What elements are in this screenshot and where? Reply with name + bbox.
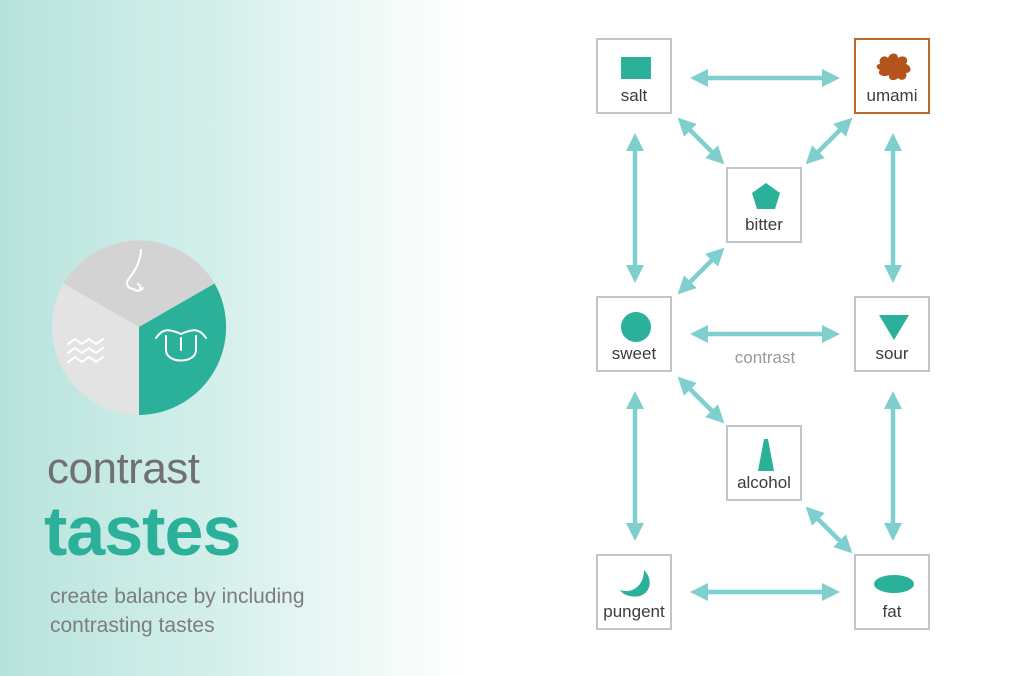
arrow-sweet-alcohol bbox=[677, 376, 725, 424]
node-label-sweet: sweet bbox=[611, 344, 657, 363]
taste-pie-chart bbox=[51, 240, 227, 415]
nose-icon bbox=[125, 249, 144, 292]
node-umami: umami bbox=[854, 38, 930, 114]
square-icon bbox=[621, 57, 651, 79]
circle-icon bbox=[621, 312, 651, 342]
arrow-alcohol-fat bbox=[805, 506, 853, 554]
node-label-umami: umami bbox=[866, 86, 918, 105]
pie-segment-taste bbox=[139, 283, 227, 415]
ellipse-icon bbox=[874, 575, 914, 593]
pentagon-icon bbox=[752, 183, 780, 209]
subtitle: create balance by including contrasting … bbox=[50, 585, 305, 637]
waves-icon bbox=[67, 337, 104, 364]
node-label-bitter: bitter bbox=[745, 215, 783, 234]
node-label-pungent: pungent bbox=[603, 602, 665, 621]
arrow-umami-bitter bbox=[805, 117, 853, 165]
arrow-salt-bitter bbox=[677, 117, 725, 165]
node-label-salt: salt bbox=[620, 86, 648, 105]
heading-tastes: tastes bbox=[44, 492, 241, 570]
splat-icon bbox=[876, 53, 911, 81]
arrow-bitter-sweet bbox=[677, 247, 725, 295]
tongue-icon bbox=[155, 329, 207, 362]
heading-contrast: contrast bbox=[47, 444, 200, 493]
contrast-label: contrast bbox=[734, 348, 796, 367]
node-sweet: sweet bbox=[596, 296, 672, 372]
spike-icon bbox=[758, 439, 774, 471]
left-panel: contrast tastes create balance by includ… bbox=[0, 0, 470, 676]
triangle-down-icon bbox=[879, 315, 909, 340]
node-fat: fat bbox=[854, 554, 930, 630]
pie-segment-texture bbox=[51, 283, 139, 415]
node-label-fat: fat bbox=[882, 602, 902, 621]
node-bitter: bitter bbox=[726, 167, 802, 243]
node-label-sour: sour bbox=[875, 344, 909, 363]
node-label-alcohol: alcohol bbox=[737, 473, 791, 492]
node-sour: sour bbox=[854, 296, 930, 372]
node-salt: salt bbox=[596, 38, 672, 114]
crescent-icon bbox=[620, 570, 650, 597]
node-alcohol: alcohol bbox=[726, 425, 802, 501]
node-pungent: pungent bbox=[596, 554, 672, 630]
